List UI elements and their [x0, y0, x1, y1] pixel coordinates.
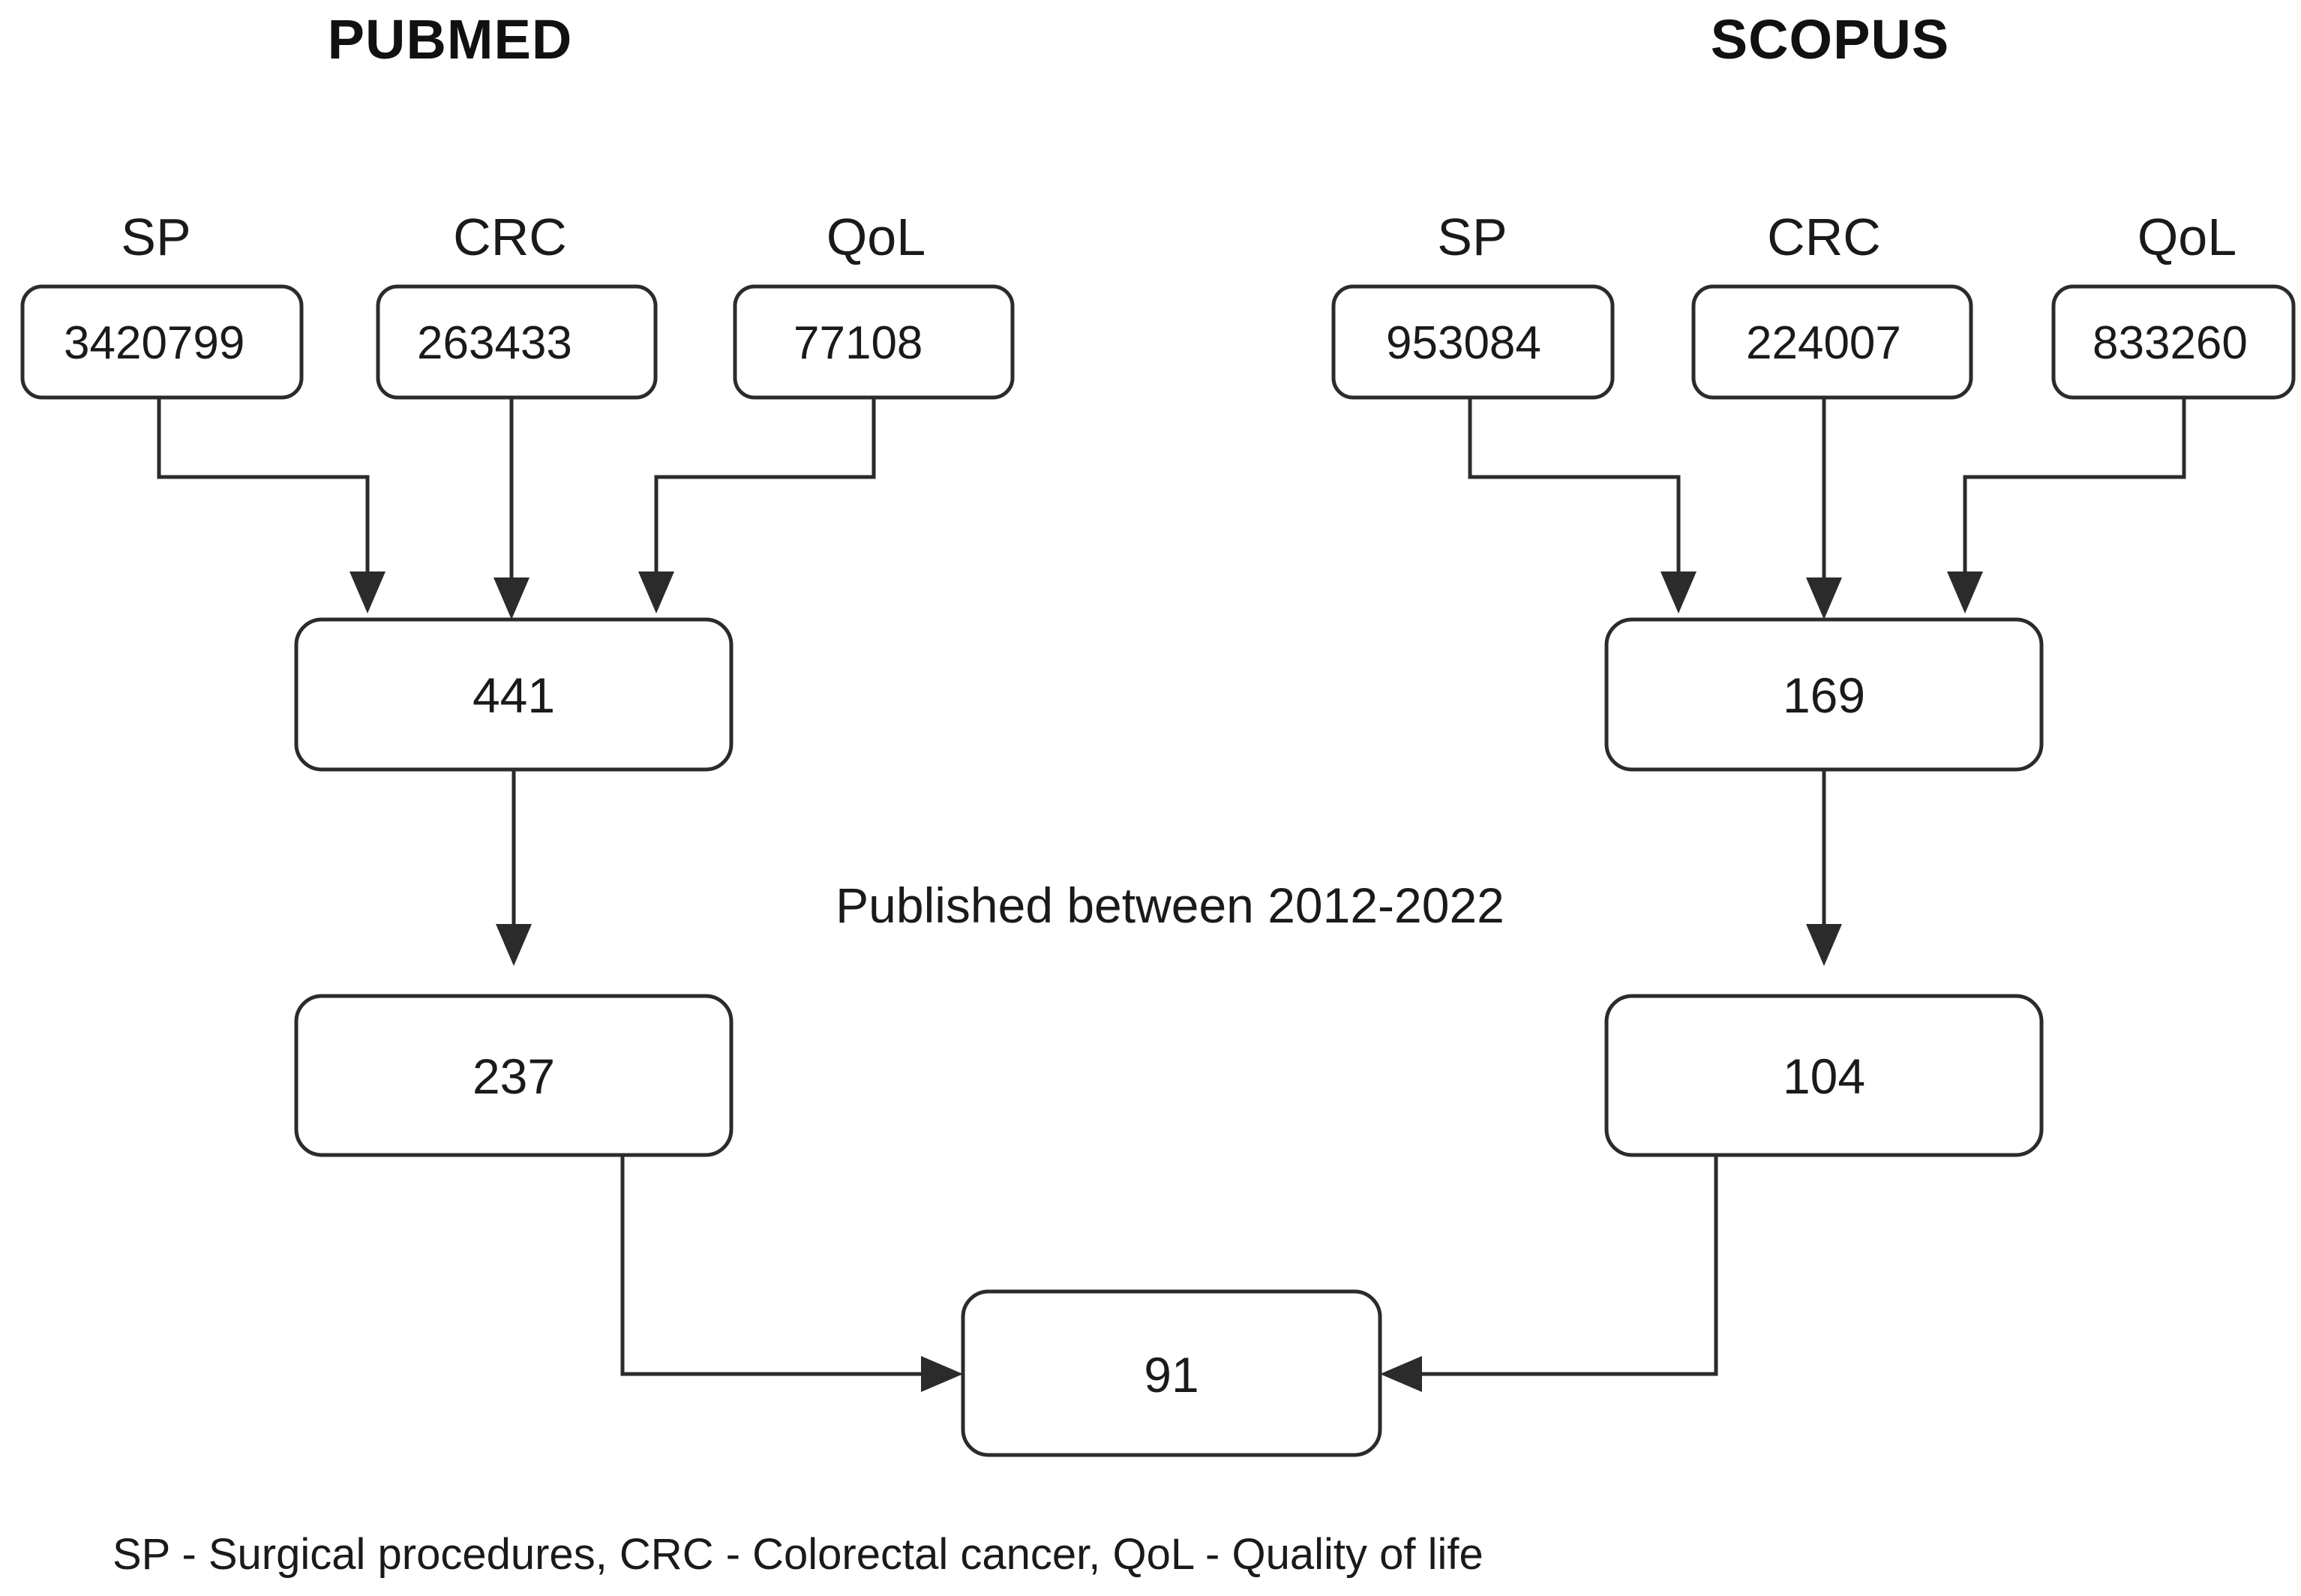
- pubmed-crc-box-shape: [376, 284, 658, 400]
- scopus-filtered-box[interactable]: 104: [1604, 994, 2044, 1157]
- pubmed-combined-value: 441: [472, 668, 555, 723]
- scopus-crc-box[interactable]: 224007: [1691, 284, 1973, 400]
- connector-pubmed-qol-to-combined: [654, 398, 876, 578]
- connector-scopus-filtered-to-final: [1416, 1155, 1718, 1376]
- final-included-box[interactable]: 91: [961, 1289, 1382, 1457]
- scopus-crc-box-shape: [1691, 284, 1973, 400]
- scopus-crc-value: 224007: [1746, 317, 1901, 369]
- scopus-sp-label: SP: [1437, 208, 1507, 266]
- scopus-header: SCOPUS: [1711, 8, 1950, 70]
- arrowhead-pubmed-qol: [638, 572, 674, 614]
- scopus-sp-box-shape: [1331, 284, 1615, 400]
- pubmed-sp-box[interactable]: 3420799: [20, 284, 304, 400]
- pubmed-sp-box-shape: [20, 284, 304, 400]
- scopus-sp-box[interactable]: 953084: [1331, 284, 1615, 400]
- connector-pubmed-sp-to-combined: [157, 398, 370, 578]
- pubmed-qol-label: QoL: [826, 208, 926, 266]
- scopus-filtered-box-shape: [1604, 994, 2044, 1157]
- scopus-filtered-value: 104: [1783, 1048, 1865, 1104]
- abbreviation-legend: SP - Surgical procedures, CRC - Colorect…: [112, 1530, 1484, 1579]
- arrowhead-final-left: [921, 1356, 963, 1392]
- pubmed-crc-box[interactable]: 263433: [376, 284, 658, 400]
- filter-note: Published between 2012-2022: [836, 878, 1504, 933]
- pubmed-crc-value: 263433: [417, 317, 572, 369]
- pubmed-combined-box[interactable]: 441: [294, 617, 734, 772]
- arrowhead-pubmed-crc: [494, 578, 530, 620]
- final-included-box-shape: [961, 1289, 1382, 1457]
- arrowhead-final-right: [1380, 1356, 1422, 1392]
- scopus-crc-label: CRC: [1767, 208, 1881, 266]
- scopus-qol-label: QoL: [2138, 208, 2236, 266]
- arrowhead-scopus-sp: [1660, 572, 1696, 614]
- pubmed-crc-label: CRC: [453, 208, 567, 266]
- final-included-value: 91: [1144, 1347, 1198, 1402]
- arrowhead-scopus-qol: [1947, 572, 1983, 614]
- arrowhead-scopus-crc: [1806, 578, 1842, 620]
- pubmed-qol-value: 77108: [794, 317, 922, 369]
- arrowhead-pubmed-filtered: [496, 924, 532, 966]
- scopus-qol-box-shape: [2051, 284, 2296, 400]
- pubmed-sp-label: SP: [121, 208, 190, 266]
- pubmed-filtered-value: 237: [472, 1048, 555, 1104]
- pubmed-filtered-box-shape: [294, 994, 734, 1157]
- arrowhead-scopus-filtered: [1806, 924, 1842, 966]
- connector-scopus-sp-to-combined: [1468, 398, 1681, 578]
- arrowhead-pubmed-sp: [350, 572, 386, 614]
- pubmed-qol-box[interactable]: 77108: [733, 284, 1015, 400]
- scopus-qol-value: 833260: [2092, 317, 2248, 369]
- scopus-combined-value: 169: [1783, 668, 1865, 723]
- scopus-qol-box[interactable]: 833260: [2051, 284, 2296, 400]
- scopus-combined-box[interactable]: 169: [1604, 617, 2044, 772]
- pubmed-sp-value: 3420799: [64, 317, 244, 369]
- connector-pubmed-filtered-to-final: [620, 1155, 927, 1376]
- scopus-sp-value: 953084: [1386, 317, 1541, 369]
- pubmed-header: PUBMED: [328, 8, 573, 70]
- pubmed-filtered-box[interactable]: 237: [294, 994, 734, 1157]
- connector-scopus-qol-to-combined: [1963, 398, 2186, 578]
